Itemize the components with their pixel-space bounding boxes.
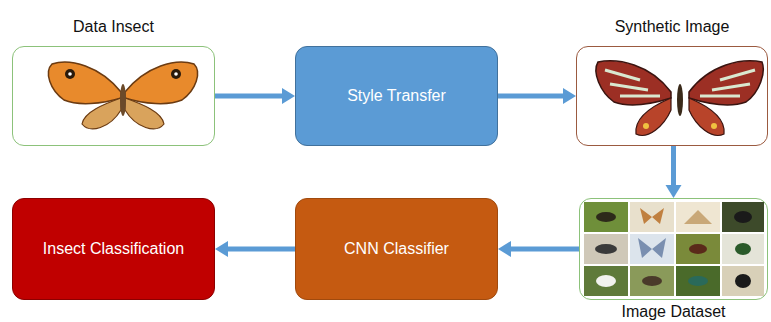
- image-heading: Image Dataset: [621, 303, 725, 321]
- image-frame: Image Dataset: [579, 198, 768, 300]
- image-heading: Data Insect: [73, 18, 154, 36]
- image-frame: Synthetic Image: [576, 46, 768, 146]
- butterfly-photo: [48, 62, 197, 129]
- dataset-grid: [584, 202, 764, 296]
- flow-arrow: [215, 88, 295, 104]
- box-label: Style Transfer: [347, 85, 446, 107]
- box-label: Insect Classification: [43, 238, 184, 260]
- flow-arrow: [498, 88, 576, 104]
- box-label: CNN Classifier: [344, 238, 449, 260]
- synthetic-butterfly: [596, 61, 763, 136]
- image-frame: Data Insect: [12, 46, 215, 146]
- process-box: Insect Classification: [12, 198, 215, 300]
- flow-arrow: [498, 241, 579, 257]
- process-box: Style Transfer: [295, 46, 498, 146]
- process-box: CNN Classifier: [295, 198, 498, 300]
- flow-arrow: [666, 146, 682, 198]
- flow-arrow: [215, 241, 295, 257]
- image-heading: Synthetic Image: [615, 18, 730, 36]
